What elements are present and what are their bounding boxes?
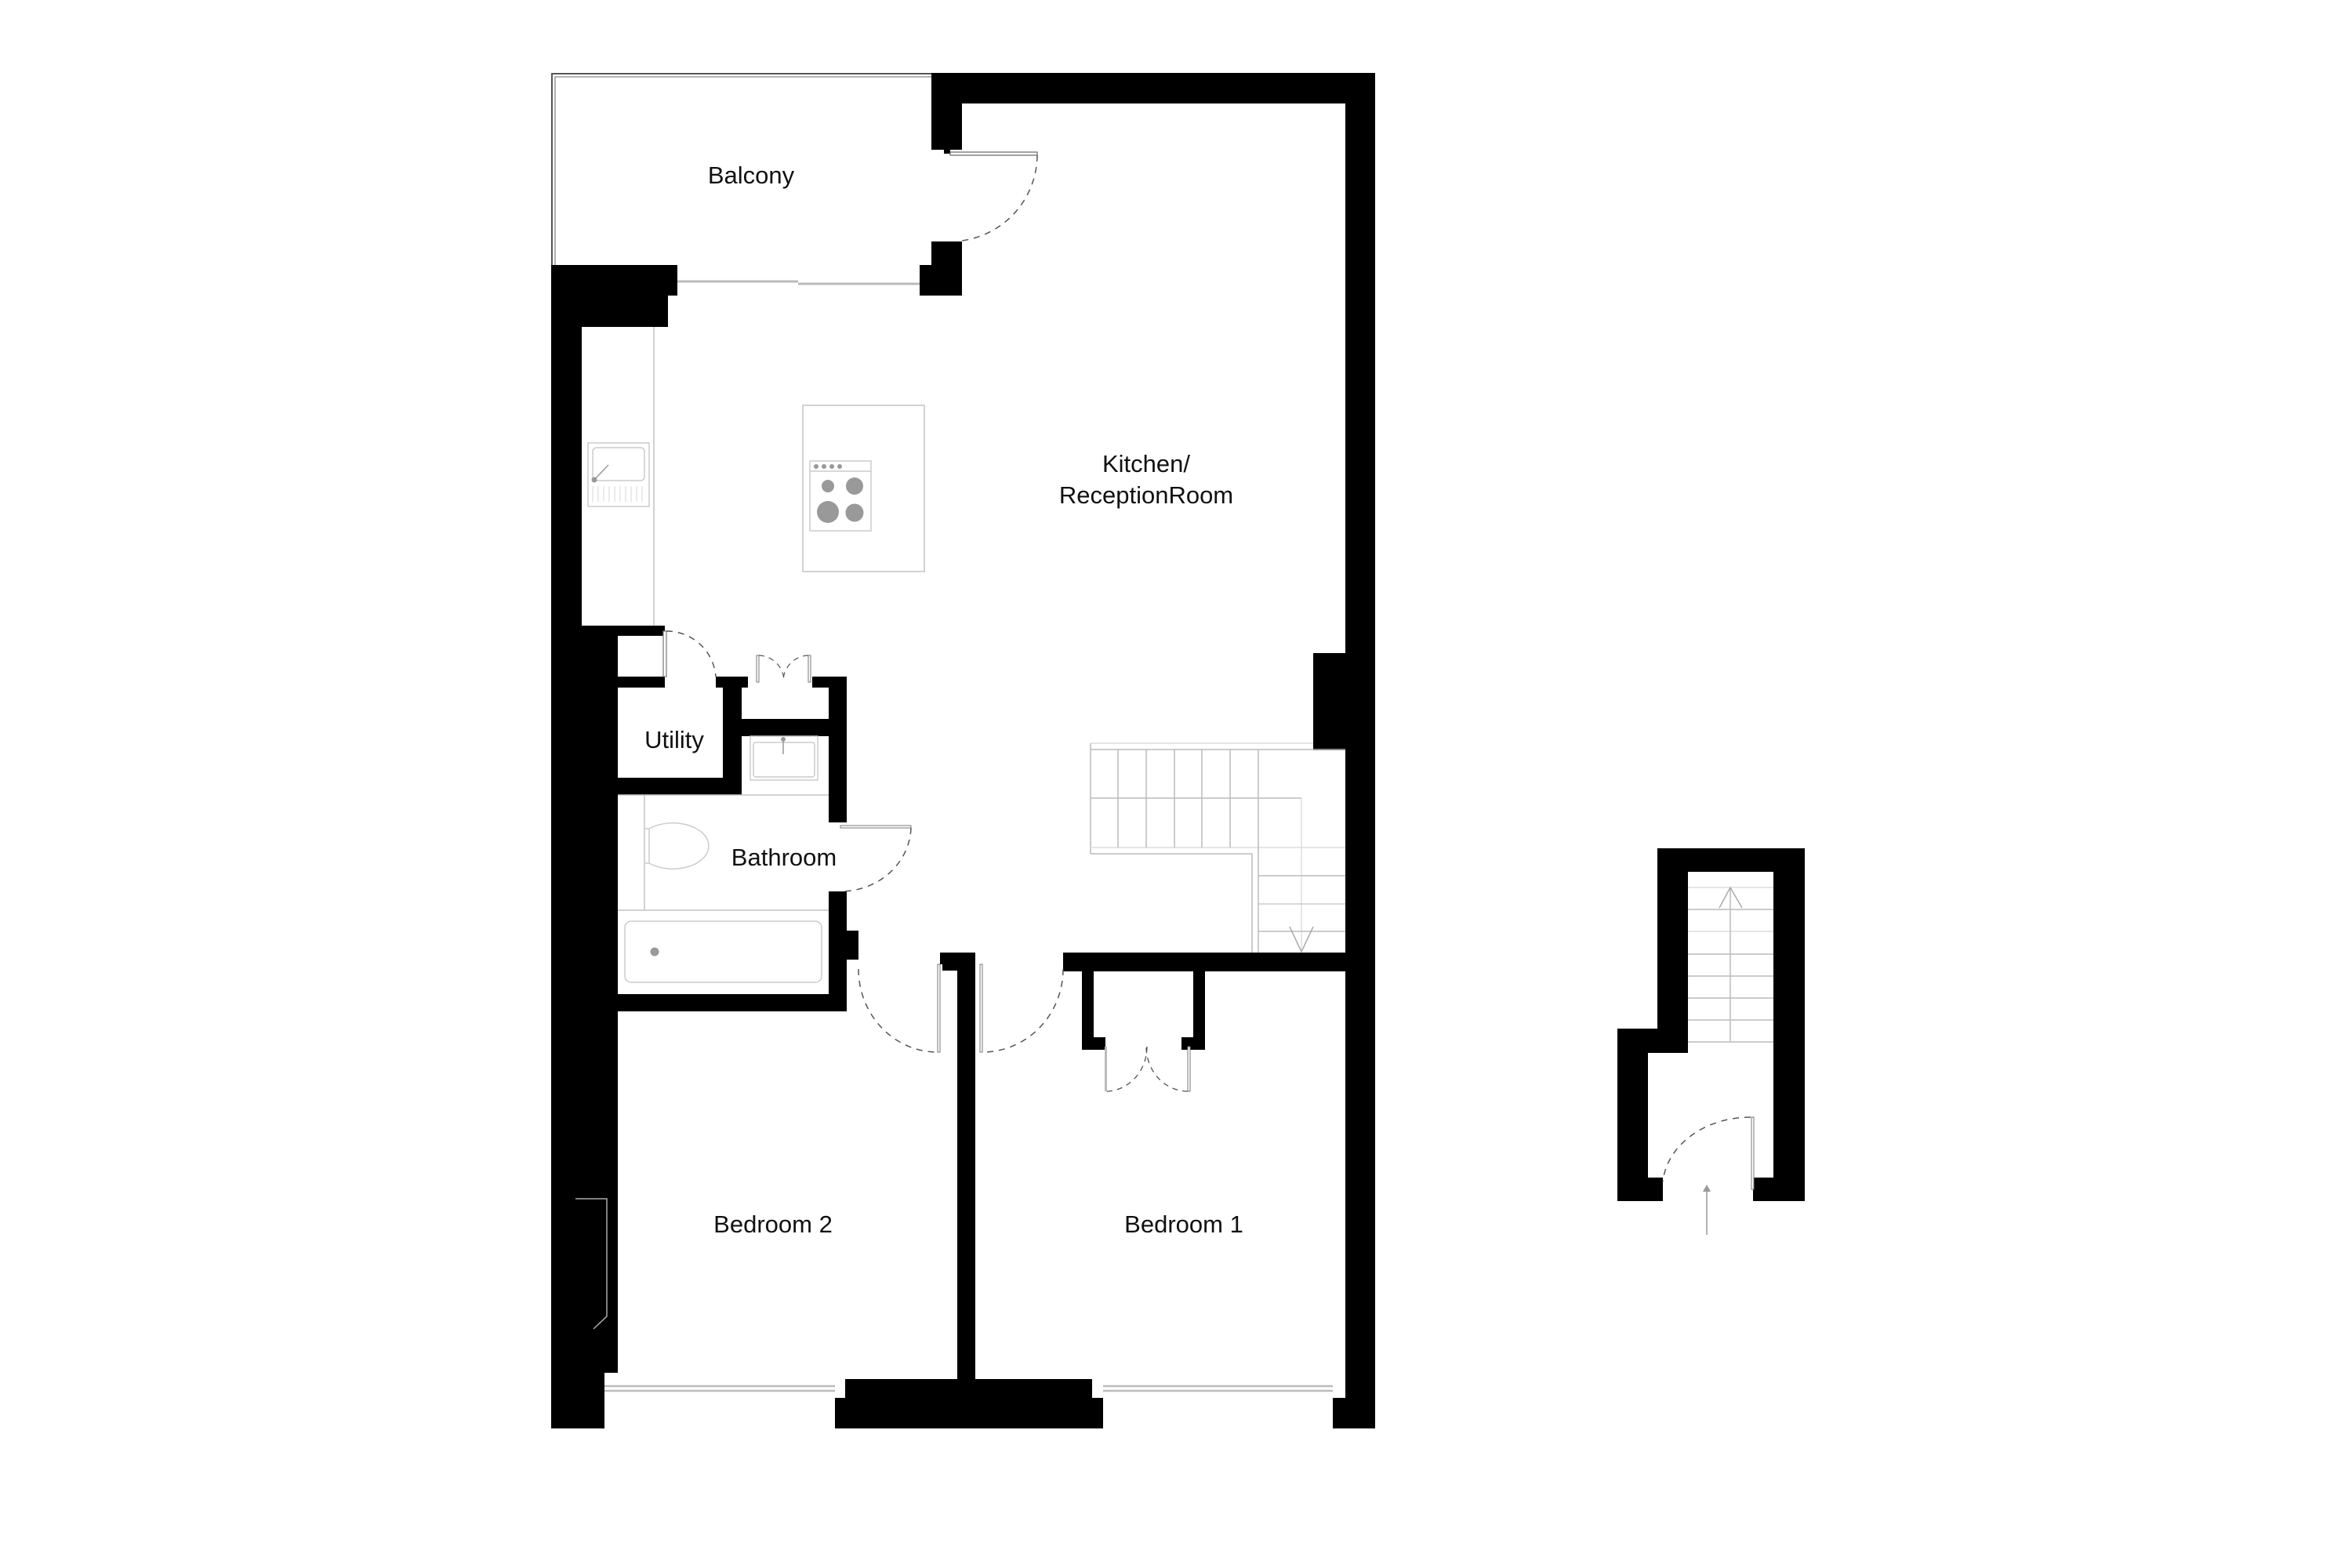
bedroom-2-window [604, 1385, 835, 1392]
toilet-icon [644, 822, 710, 869]
bathroom-door[interactable] [840, 825, 912, 892]
bedroom-1-window [1103, 1385, 1333, 1392]
room-label-balcony: Balcony [707, 162, 795, 189]
room-label-bedroom-2: Bedroom 2 [713, 1210, 833, 1238]
cupboard-double-door[interactable] [756, 655, 811, 683]
room-label-bathroom: Bathroom [731, 844, 837, 871]
stair-up-arrow-icon [1719, 886, 1743, 909]
bedroom-2-door[interactable] [858, 964, 941, 1053]
entry-arrow-icon [1703, 1185, 1711, 1235]
room-label-utility: Utility [644, 726, 704, 753]
staircase-up [1688, 887, 1773, 1043]
wardrobe-double-door[interactable] [1105, 1046, 1191, 1092]
kitchen-sink-icon [587, 442, 650, 507]
entrance-stair-walls [1617, 848, 1805, 1201]
walls [551, 73, 1375, 1428]
staircase-down [1090, 742, 1345, 953]
entrance-door[interactable] [1662, 1116, 1755, 1190]
bedroom-2-side-window [575, 1198, 608, 1330]
kitchen-label-line-1: Kitchen/ [1102, 450, 1191, 477]
utility-door[interactable] [662, 630, 717, 677]
bedroom-1-door[interactable] [979, 964, 1064, 1053]
balcony-outline [551, 73, 931, 265]
bath-icon [624, 920, 822, 983]
basin-icon [750, 735, 818, 781]
stair-down-arrow-icon [1289, 926, 1314, 953]
kitchen-label-line-2: ReceptionRoom [1058, 481, 1234, 509]
balcony-door[interactable] [949, 151, 1038, 241]
room-label-kitchen-reception: Kitchen/ ReceptionRoom [1059, 448, 1233, 511]
bathroom-partitions [618, 794, 829, 911]
hob-icon [809, 460, 872, 532]
room-label-bedroom-1: Bedroom 1 [1124, 1210, 1243, 1238]
balcony-sliding-door[interactable] [677, 280, 920, 285]
